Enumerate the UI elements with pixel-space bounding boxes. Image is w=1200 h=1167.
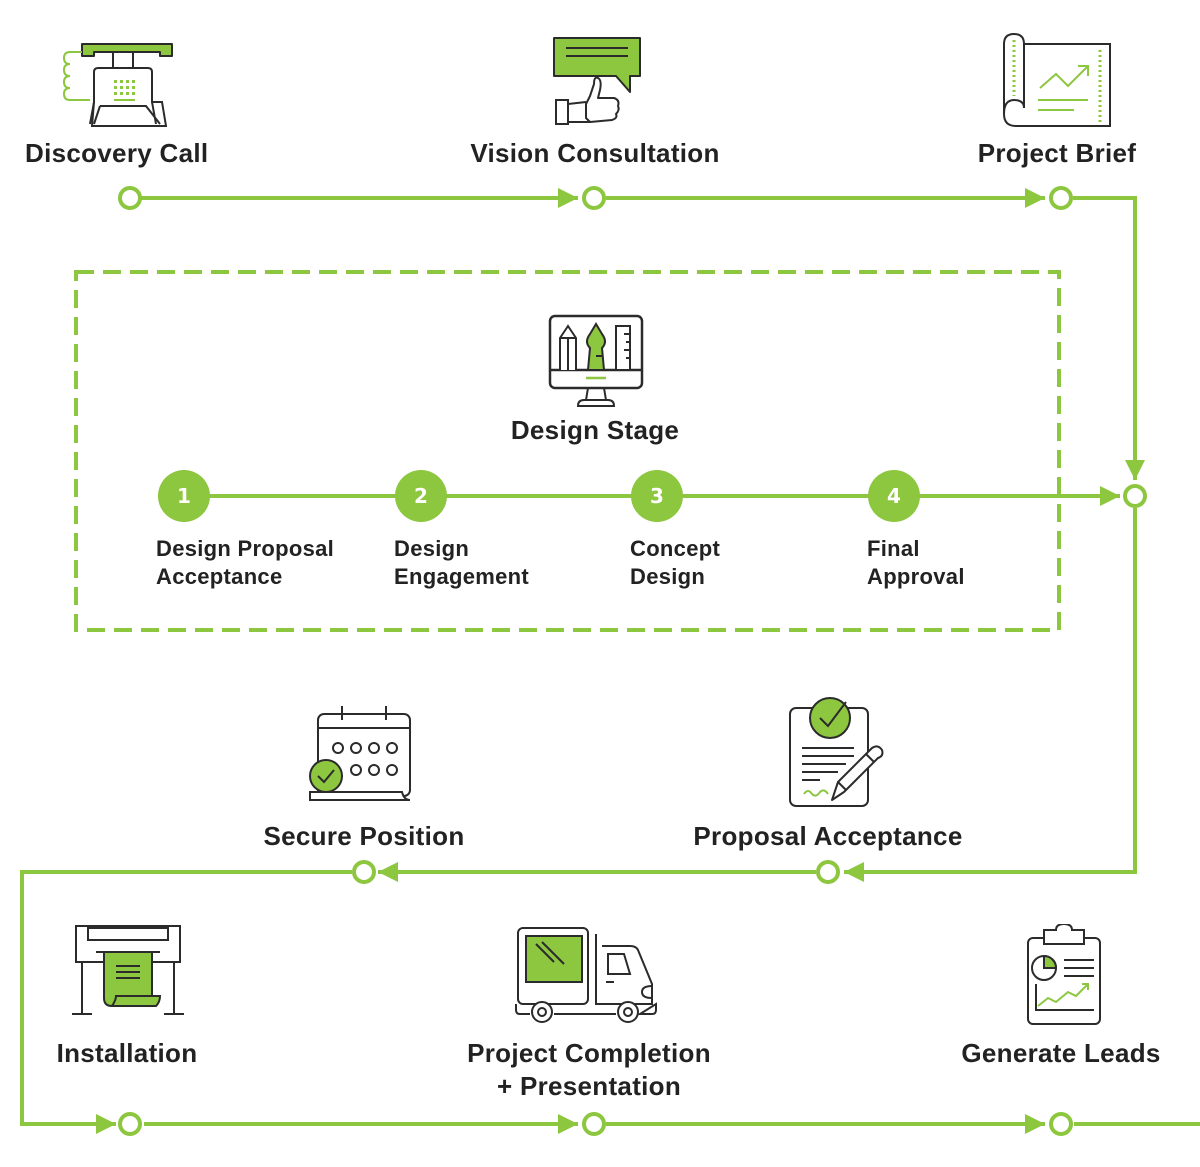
step-label-vision-consultation: Vision Consultation <box>470 138 720 168</box>
telephone-icon <box>62 43 173 127</box>
node-vision-consultation <box>582 186 606 210</box>
step-label-secure-position: Secure Position <box>263 821 465 851</box>
substep-label-2-line-2: Engagement <box>394 564 530 589</box>
substep-badge-4 <box>868 470 920 522</box>
delivery-truck-icon <box>515 927 657 1023</box>
substep-badge-2 <box>395 470 447 522</box>
substep-label-3-line-1: Concept <box>630 536 721 561</box>
substep-number-2: 2 <box>414 484 428 508</box>
connector-brief-to-design-junction <box>1073 196 1145 480</box>
calendar-check-icon <box>309 706 411 801</box>
node-generate-leads <box>1049 1112 1073 1136</box>
substep-label-1-line-2: Acceptance <box>156 564 283 589</box>
connector-junction-to-proposal <box>844 508 1137 882</box>
step-label-project-completion-line-2: + Presentation <box>496 1071 682 1101</box>
node-project-brief <box>1049 186 1073 210</box>
substep-label-3: Concept Design <box>630 535 720 591</box>
substep-number-1: 1 <box>177 484 191 508</box>
node-project-completion <box>582 1112 606 1136</box>
substep-label-4: Final Approval <box>867 535 965 591</box>
connector-secure-to-installation <box>20 870 352 1134</box>
design-stage-title: Design Stage <box>510 415 680 445</box>
substep-label-2: Design Engagement <box>394 535 529 591</box>
step-label-project-completion-line-1: Project Completion <box>467 1038 711 1068</box>
step-label-installation: Installation <box>56 1038 198 1068</box>
substep-label-4-line-1: Final <box>867 536 920 561</box>
node-secure-position <box>352 860 376 884</box>
monitor-design-tools-icon <box>548 314 644 407</box>
step-label-generate-leads: Generate Leads <box>961 1038 1161 1068</box>
substep-label-1: Design Proposal Acceptance <box>156 535 334 591</box>
step-label-project-brief: Project Brief <box>977 138 1137 168</box>
substep-label-2-line-1: Design <box>394 536 470 561</box>
step-label-proposal-acceptance: Proposal Acceptance <box>693 821 963 851</box>
substep-label-3-line-2: Design <box>630 564 706 589</box>
design-stage-box <box>74 270 1061 632</box>
node-discovery-call <box>118 186 142 210</box>
substep-badge-3 <box>631 470 683 522</box>
substep-number-4: 4 <box>887 484 901 508</box>
signed-document-icon <box>789 697 884 807</box>
substep-label-4-line-2: Approval <box>867 564 965 589</box>
step-label-project-completion: Project Completion + Presentation <box>467 1037 711 1103</box>
large-format-printer-icon <box>72 925 184 1015</box>
substep-badge-1 <box>158 470 210 522</box>
substep-number-3: 3 <box>650 484 664 508</box>
node-design-junction <box>1123 484 1147 508</box>
thumbs-up-speech-bubble-icon <box>553 37 641 125</box>
blueprint-scroll-chart-icon <box>1003 32 1111 127</box>
substep-label-1-line-1: Design Proposal <box>156 536 335 561</box>
clipboard-report-icon <box>1027 924 1101 1025</box>
step-label-discovery-call: Discovery Call <box>25 138 209 168</box>
node-proposal-acceptance <box>816 860 840 884</box>
node-installation <box>118 1112 142 1136</box>
